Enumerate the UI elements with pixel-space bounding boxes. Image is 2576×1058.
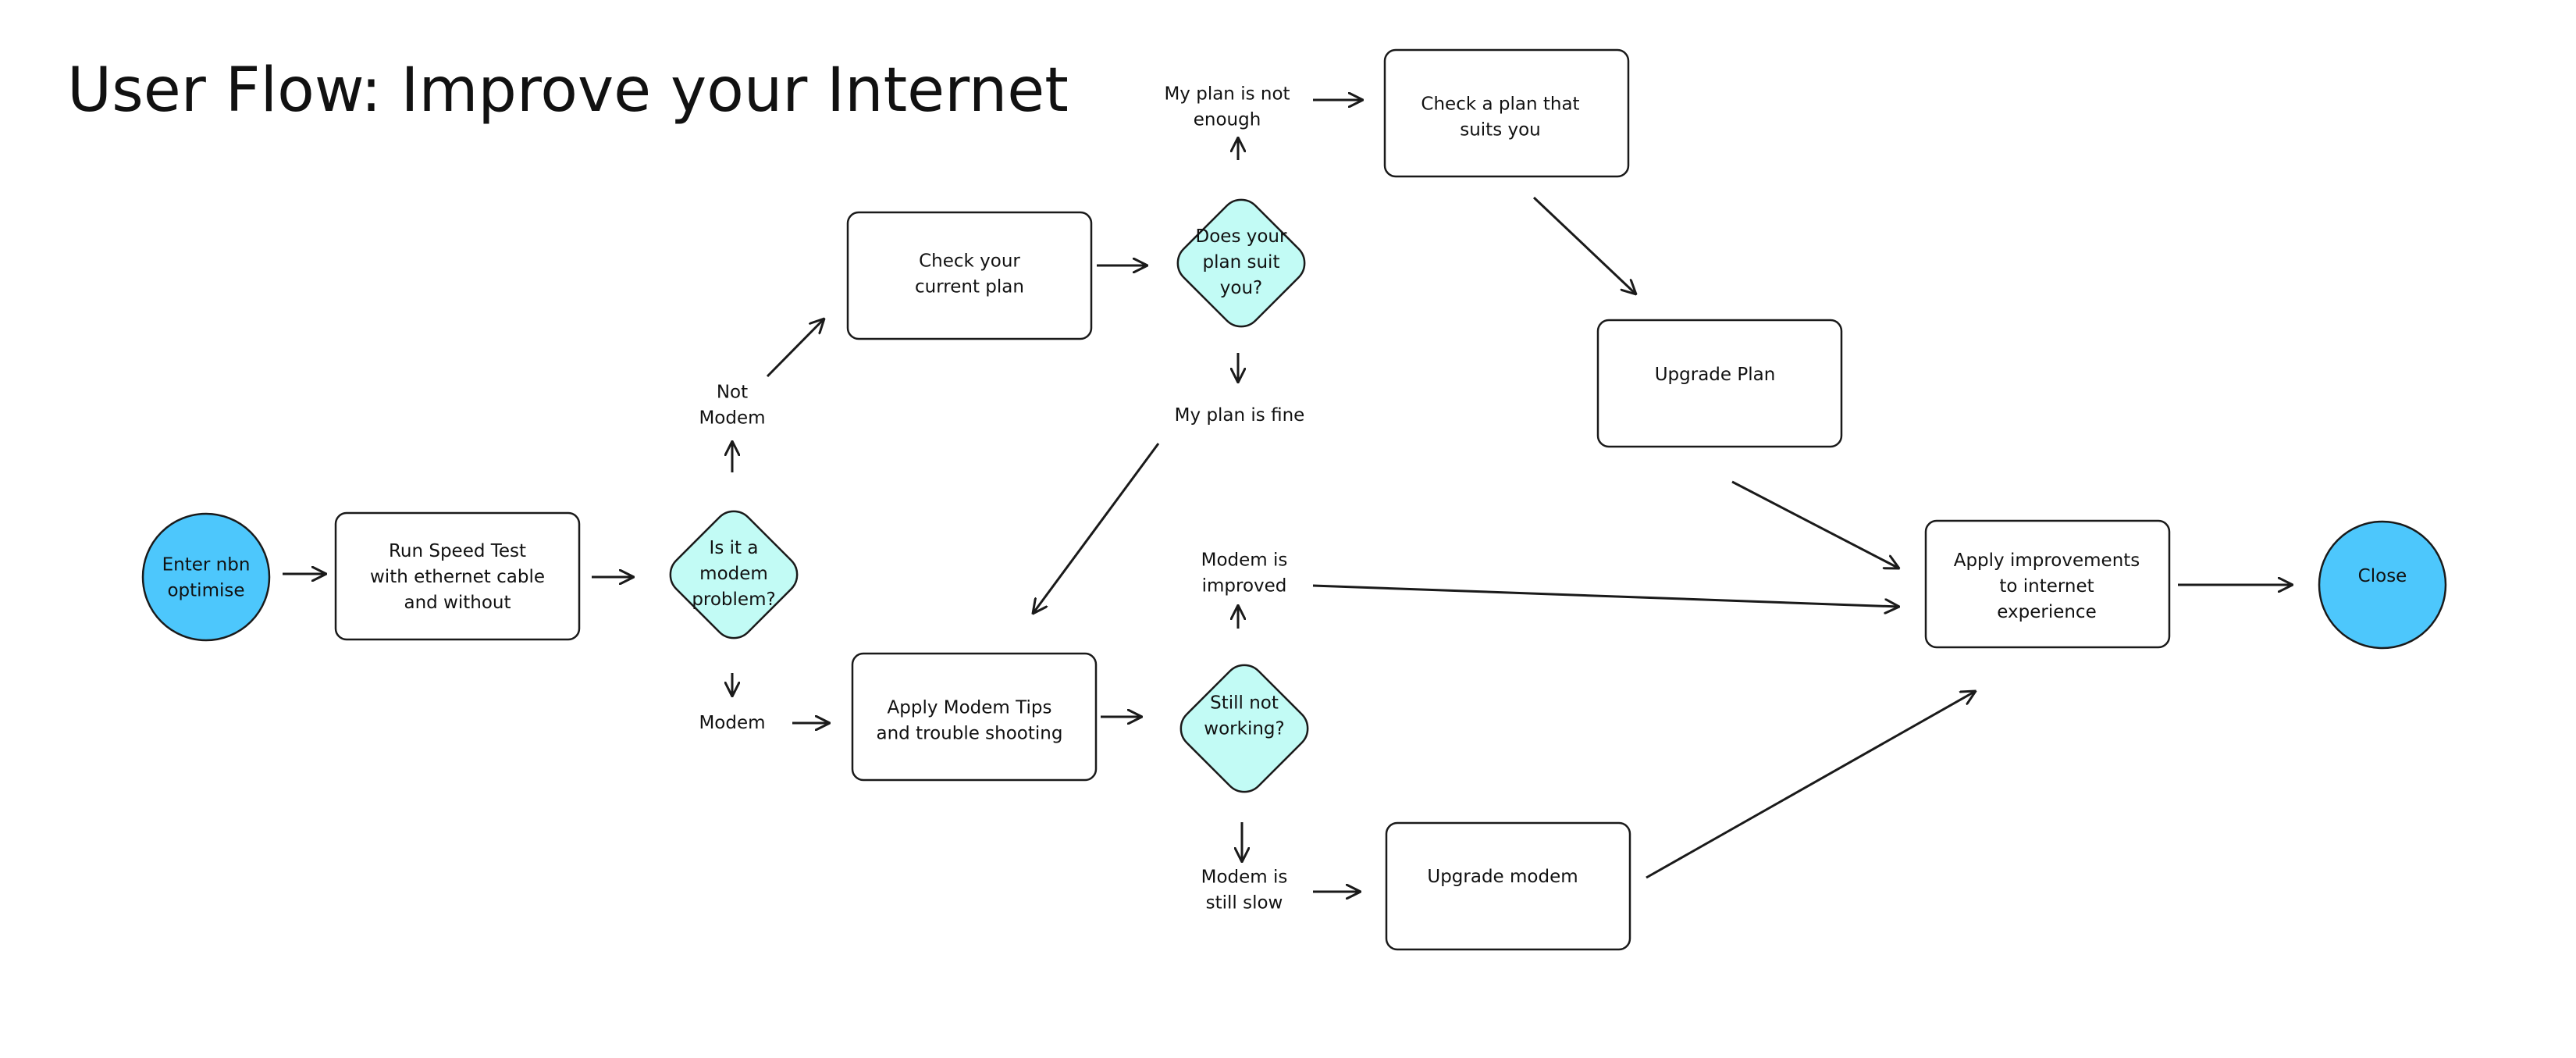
modem-improved-label: Modem is improved [1201, 550, 1288, 597]
text-line: Check a plan that [1421, 94, 1579, 115]
close-label: Close [2358, 566, 2407, 586]
start-node[interactable]: Enter nbn optimise [141, 512, 271, 642]
speed-test-rect [334, 511, 581, 641]
upgrade-plan-rect [1596, 319, 1843, 448]
text-line: Modem is [1201, 550, 1288, 571]
text-line: with ethernet cable [370, 567, 545, 587]
plan-suit-decision[interactable]: Does your plan suit you? [1169, 191, 1313, 335]
text-line: My plan is not [1164, 84, 1290, 105]
text-line: Does your [1196, 226, 1287, 247]
text-line: current plan [915, 277, 1024, 297]
start-circle [141, 512, 271, 642]
apply-improvements-rect [1924, 519, 2171, 649]
modem-tips-rect [851, 652, 1098, 782]
check-suits-rect [1383, 48, 1630, 178]
text-line: still slow [1206, 893, 1283, 914]
text-line: Upgrade Plan [1655, 365, 1776, 385]
text-line: working? [1204, 719, 1284, 739]
text-line: to internet [1999, 576, 2094, 597]
close-circle [2318, 520, 2447, 650]
text-line: Upgrade modem [1427, 867, 1578, 887]
check-plan-label: Check your current plan [915, 251, 1024, 297]
text-line: Check your [919, 251, 1020, 272]
plan-suit-label: Does your plan suit you? [1196, 226, 1287, 298]
upgrade-modem-rect [1385, 821, 1631, 951]
text-line: My plan is fine [1175, 405, 1305, 426]
text-line: enough [1194, 110, 1261, 130]
still-not-working-label: Still not working? [1204, 693, 1284, 739]
apply-improvements-box[interactable]: Apply improvements to internet experience [1924, 519, 2171, 649]
text-line: and without [404, 593, 511, 613]
close-node[interactable]: Close [2318, 520, 2447, 650]
upgrade-plan-label: Upgrade Plan [1655, 365, 1776, 385]
arrow-upgrade-plan-to-apply-improvements [1731, 480, 1899, 568]
text-line: you? [1220, 278, 1262, 298]
speed-test-box[interactable]: Run Speed Test with ethernet cable and wit… [334, 511, 581, 641]
modem-problem-diamond [669, 510, 799, 639]
still-not-working-diamond [1179, 664, 1309, 793]
check-suits-label: Check a plan that suits you [1421, 94, 1579, 141]
plan-fine-label: My plan is fine [1175, 405, 1305, 426]
arrow-improved-to-apply-improvements [1312, 584, 1899, 607]
apply-improvements-label: Apply improvements to internet experience [1954, 550, 2140, 622]
check-plan-box[interactable]: Check your current plan [846, 211, 1093, 340]
text-line: suits you [1460, 120, 1541, 141]
arrow-upgrade-modem-to-apply-improvements [1646, 691, 1976, 879]
modem-label: Modem [699, 713, 765, 733]
modem-still-slow-label: Modem is still slow [1201, 867, 1288, 914]
text-line: Enter nbn [162, 555, 251, 575]
text-line: Apply Modem Tips [888, 698, 1052, 718]
diagram-title: User Flow: Improve your Internet [67, 55, 1069, 126]
text-line: Modem [699, 408, 765, 429]
text-line: plan suit [1203, 252, 1280, 273]
text-line: Is it a [710, 538, 759, 558]
modem-tips-label: Apply Modem Tips and trouble shooting [877, 698, 1063, 744]
upgrade-plan-box[interactable]: Upgrade Plan [1596, 319, 1843, 448]
text-line: Modem is [1201, 867, 1288, 888]
text-line: modem [699, 564, 768, 584]
upgrade-modem-label: Upgrade modem [1427, 867, 1578, 887]
text-line: Modem [699, 713, 765, 733]
check-plan-rect [846, 211, 1093, 340]
text-line: and trouble shooting [877, 724, 1063, 744]
arrow-plan-fine-to-modem-tips [1033, 443, 1160, 614]
check-suits-box[interactable]: Check a plan that suits you [1383, 48, 1630, 178]
speed-test-label: Run Speed Test with ethernet cable and wit… [370, 541, 545, 613]
connectors [283, 100, 2293, 892]
text-line: Apply improvements [1954, 550, 2140, 571]
plan-suit-diamond [1176, 198, 1306, 328]
text-line: experience [1997, 602, 2096, 622]
text-line: problem? [692, 590, 775, 610]
text-line: Close [2358, 566, 2407, 586]
modem-tips-box[interactable]: Apply Modem Tips and trouble shooting [851, 652, 1098, 782]
text-line: optimise [167, 581, 244, 601]
upgrade-modem-box[interactable]: Upgrade modem [1385, 821, 1631, 951]
modem-problem-decision[interactable]: Is it a modem problem? [662, 503, 806, 647]
plan-not-enough-label: My plan is not enough [1164, 84, 1290, 130]
modem-problem-label: Is it a modem problem? [692, 538, 775, 610]
text-line: Not [717, 383, 748, 403]
still-not-working-decision[interactable]: Still not working? [1172, 657, 1316, 800]
arrow-check-suits-to-upgrade-plan [1532, 196, 1636, 294]
text-line: Run Speed Test [389, 541, 526, 561]
text-line: Still not [1210, 693, 1279, 714]
text-line: improved [1202, 576, 1287, 597]
arrow-not-modem-to-check-plan [766, 319, 824, 378]
start-label: Enter nbn optimise [162, 555, 251, 601]
